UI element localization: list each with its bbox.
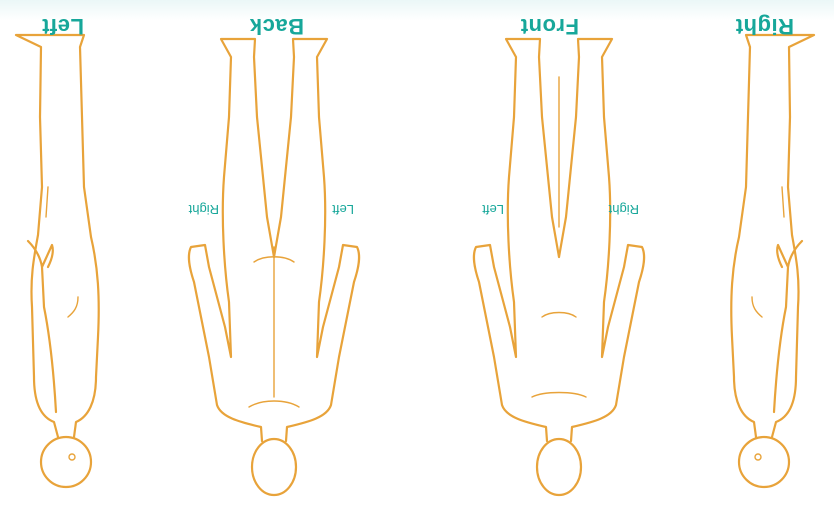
left-view-title: Left <box>42 13 84 39</box>
front-left-label: Left <box>482 202 504 217</box>
right-side-figure[interactable] <box>731 35 814 487</box>
right-view-title: Right <box>735 13 794 39</box>
front-right-label: Right <box>609 202 639 217</box>
back-right-label: Right <box>189 202 219 217</box>
left-side-figure[interactable] <box>16 35 99 487</box>
back-view-title: Back <box>249 13 304 39</box>
back-figure[interactable] <box>189 39 359 495</box>
front-view-title: Front <box>520 13 579 39</box>
front-figure[interactable] <box>474 39 644 495</box>
back-left-label: Left <box>332 202 354 217</box>
